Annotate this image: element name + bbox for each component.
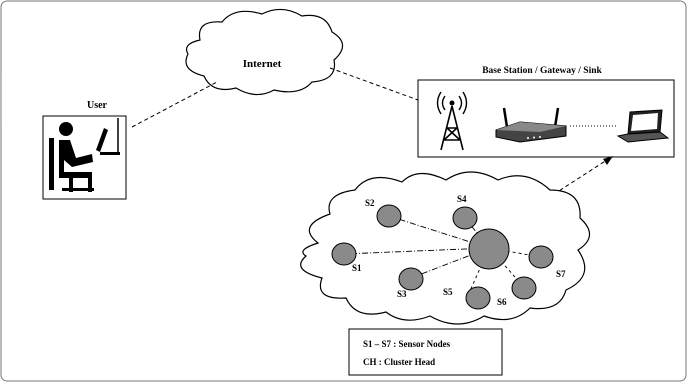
node-labels: S1 S2 S3 S4 S5 S6 S7 xyxy=(352,194,566,307)
node-s3 xyxy=(398,267,424,291)
node-s5 xyxy=(465,286,491,310)
node-label-s7: S7 xyxy=(556,269,566,279)
node-s7 xyxy=(528,245,554,269)
internet-cloud xyxy=(185,8,344,96)
node-s2 xyxy=(376,204,402,228)
node-label-s2: S2 xyxy=(365,198,375,208)
node-s4 xyxy=(452,206,478,230)
node-label-s5: S5 xyxy=(443,287,453,297)
wireless-router-icon xyxy=(495,107,567,143)
legend-line-1: S1 – S7 : Sensor Nodes xyxy=(363,339,451,349)
user-box xyxy=(42,115,127,200)
arrow-head xyxy=(603,156,613,165)
cluster-head-node xyxy=(468,228,510,270)
legend-box xyxy=(348,328,503,376)
legend-line-2: CH : Cluster Head xyxy=(363,357,435,367)
node-s1 xyxy=(331,242,357,266)
user-at-computer-icon xyxy=(49,118,120,192)
node-label-s4: S4 xyxy=(457,194,467,204)
node-s6 xyxy=(511,276,537,300)
user-internet-link xyxy=(131,81,218,128)
link-ch-s1 xyxy=(343,247,490,255)
user-label: User xyxy=(87,100,108,111)
sensor-nodes xyxy=(331,204,554,310)
base-station-label: Base Station / Gateway / Sink xyxy=(482,66,602,76)
radio-tower-icon xyxy=(436,91,468,151)
node-label-s3: S3 xyxy=(397,289,407,299)
node-label-s6: S6 xyxy=(497,297,507,307)
laptop-icon xyxy=(616,109,670,143)
internet-label: Internet xyxy=(243,58,282,70)
link-ch-s2 xyxy=(388,215,490,249)
internet-gateway-link xyxy=(329,67,419,101)
node-label-s1: S1 xyxy=(352,263,362,273)
